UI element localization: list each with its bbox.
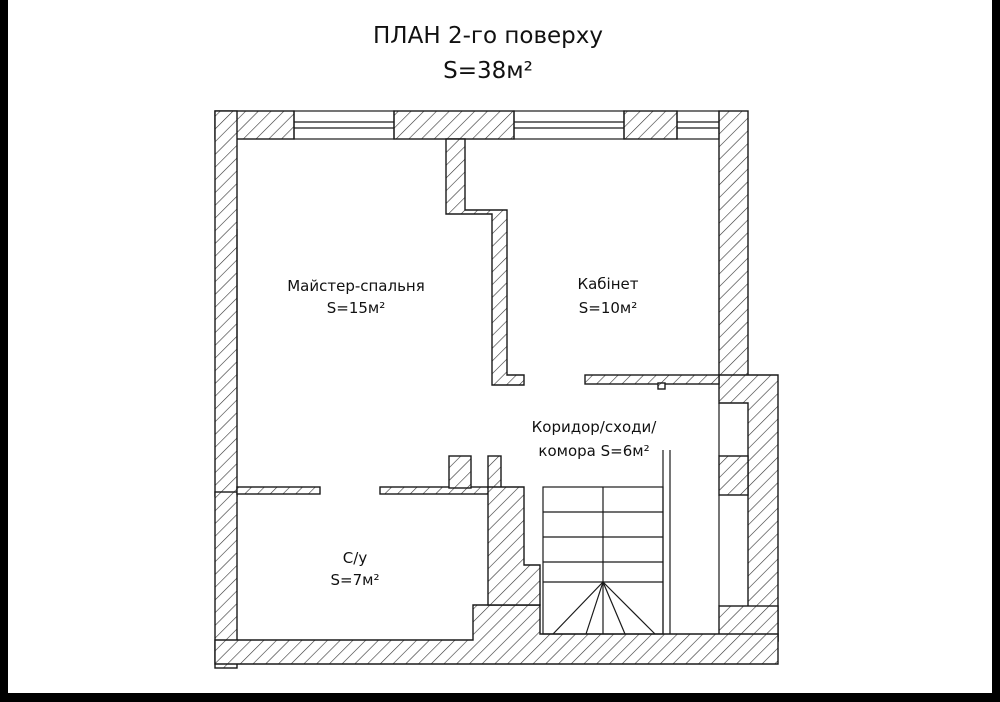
window-bedroom bbox=[293, 110, 395, 140]
wall-bath-stub-2 bbox=[487, 455, 502, 489]
wall-top-middle bbox=[393, 110, 515, 140]
wall-bath-top-left bbox=[236, 486, 321, 495]
wall-bottom bbox=[214, 604, 779, 665]
wall-bath-stub bbox=[448, 455, 472, 489]
staircase bbox=[542, 486, 664, 635]
plan-area: S=38м² bbox=[443, 58, 533, 84]
wall-top-right bbox=[623, 110, 678, 140]
wall-corridor-pier bbox=[718, 455, 749, 496]
room-corridor-area: комора S=6м² bbox=[538, 442, 649, 460]
window-study bbox=[513, 110, 625, 140]
room-bathroom-area: S=7м² bbox=[331, 571, 380, 589]
wall-left-lower bbox=[214, 491, 238, 669]
room-corridor-name: Коридор/сходи/ bbox=[532, 418, 658, 436]
wall-left-upper bbox=[214, 110, 238, 497]
walls bbox=[214, 110, 779, 669]
wall-right-upper bbox=[718, 110, 749, 378]
wall-center-upper bbox=[445, 138, 525, 386]
windows bbox=[293, 110, 720, 140]
room-master-bedroom-area: S=15м² bbox=[327, 299, 386, 317]
wall-bath-top-right bbox=[379, 486, 491, 495]
wall-study-bottom bbox=[584, 374, 720, 385]
room-labels: Майстер-спальня S=15м² Кабінет S=10м² Ко… bbox=[287, 275, 657, 589]
wall-study-stub bbox=[657, 382, 666, 390]
plan-title: ПЛАН 2-го поверху bbox=[373, 23, 603, 49]
wall-bath-stairs bbox=[487, 486, 541, 606]
room-study-area: S=10м² bbox=[579, 299, 638, 317]
room-master-bedroom-name: Майстер-спальня bbox=[287, 277, 425, 295]
room-study-name: Кабінет bbox=[577, 275, 638, 293]
window-study-right bbox=[676, 110, 720, 140]
room-bathroom-name: С/у bbox=[343, 549, 368, 567]
